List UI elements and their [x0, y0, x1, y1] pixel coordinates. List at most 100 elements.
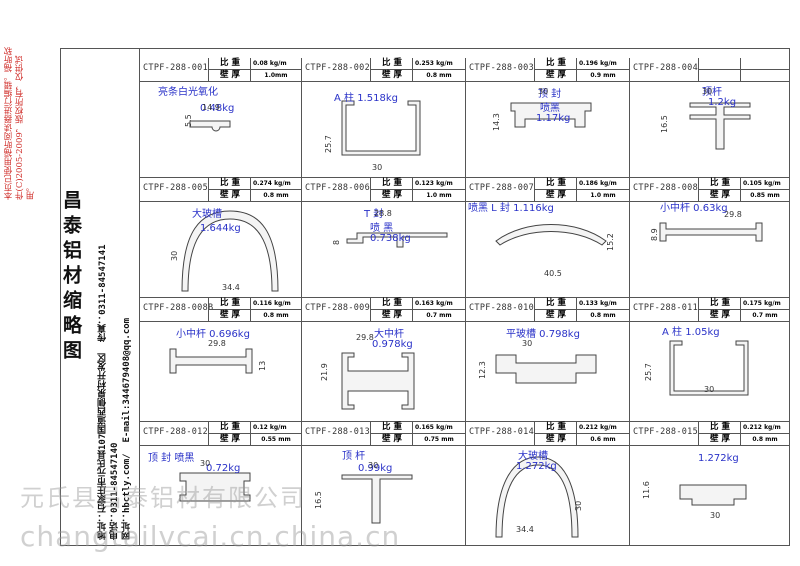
thickness-label: 壁 厚: [370, 433, 413, 445]
profile-shape: [181, 210, 279, 292]
profile-label: 顶杆: [702, 87, 722, 98]
profile-code: CTPF-288-011: [633, 303, 699, 313]
profile-shape: [341, 100, 421, 156]
cell-header: CTPF-288-007 比 重 0.186 kg/m 壁 厚 1.0 mm: [466, 178, 629, 202]
cell-header: CTPF-288-002 比 重 0.253 kg/m 壁 厚 0.8 mm: [302, 58, 465, 82]
cell-header: CTPF-288-012 比 重 0.12 kg/m 壁 厚 0.55 mm: [140, 422, 301, 446]
dimension-label: 30: [702, 87, 713, 96]
cell-header: CTPF-288-009 比 重 0.163 kg/m 壁 厚 0.7 mm: [302, 298, 465, 322]
profile-code: CTPF-288-013: [305, 427, 371, 437]
weight-label: 比 重: [370, 422, 413, 433]
dimension-label: 34.4: [516, 525, 534, 534]
weight-label: 比 重: [534, 298, 577, 309]
profile-shape: [495, 224, 607, 246]
dimension-label: 5.5: [184, 114, 193, 127]
weight-label: 比 重: [534, 178, 577, 189]
dimension-label: 30: [704, 385, 715, 394]
profile-shape: [495, 354, 597, 384]
cell-header: CTPF-288-004: [630, 58, 789, 82]
weight-label: 比 重: [698, 422, 741, 433]
spec-table: 比 重 0.196 kg/m 壁 厚 0.9 mm: [534, 58, 629, 81]
email: E-mail:344679408@qq.com: [122, 317, 132, 443]
weight-label: 比 重: [534, 422, 577, 433]
thickness-value: 1.0 mm: [412, 189, 465, 201]
weight-value: 0.12 kg/m: [250, 422, 301, 433]
dimension-label: 11.6: [642, 481, 651, 499]
profile-cell: CTPF-288-015 比 重 0.212 kg/m 壁 厚 0.8 mm 1…: [630, 422, 790, 546]
spec-table: 比 重 0.212 kg/m 壁 厚 0.8 mm: [698, 422, 789, 445]
spec-table: 比 重 0.116 kg/m 壁 厚 0.8 mm: [208, 298, 301, 321]
profile-label: 亮条白光氧化: [158, 87, 218, 98]
dimension-label: 30: [538, 87, 549, 96]
profile-code: CTPF-288-008: [633, 183, 699, 193]
dimension-label: 16.5: [314, 491, 323, 509]
thickness-value: 0.85 mm: [740, 189, 789, 201]
profile-label: 大玻槽: [518, 451, 548, 462]
dimension-label: 25.7: [324, 135, 333, 153]
profile-shape: [689, 102, 751, 150]
weight-label: 比 重: [208, 58, 251, 69]
spec-table: [698, 58, 789, 81]
profile-code: CTPF-288-004: [633, 63, 699, 73]
profile-label: 喷黑: [540, 103, 560, 114]
weight-value: 0.274 kg/m: [250, 178, 301, 189]
dimension-label: 30: [368, 461, 379, 470]
thickness-label: 壁 厚: [208, 433, 251, 445]
profile-label: 0.99kg: [358, 463, 393, 474]
profile-label: 小中杆 0.696kg: [176, 329, 250, 340]
spec-table: 比 重 0.08 kg/m 壁 厚 1.0mm: [208, 58, 301, 81]
spec-table: 比 重 0.212 kg/m 壁 厚 0.6 mm: [534, 422, 629, 445]
profile-code: CTPF-288-003: [469, 63, 535, 73]
profile-label: 1.272kg: [698, 453, 739, 464]
dimension-label: 13: [258, 360, 267, 371]
profile-code: CTPF-288-006: [305, 183, 371, 193]
profile-cell: CTPF-288-010 比 重 0.133 kg/m 壁 厚 0.8 mm 平…: [466, 298, 630, 422]
thickness-value: 0.6 mm: [576, 433, 629, 445]
fax: 传真：0311-84547141: [98, 244, 108, 342]
dimension-label: 14.9: [202, 103, 220, 112]
watermark-company: 元氏县昌泰铝材有限公司: [20, 484, 306, 512]
weight-value: 0.123 kg/m: [412, 178, 465, 189]
editor-notice: 本页已使用福昕阅读器进行编辑。福昕软件(C)2005-2009，版权所有，仅供试…: [4, 47, 36, 200]
profile-cell: CTPF-288-014 比 重 0.212 kg/m 壁 厚 0.6 mm 大…: [466, 422, 630, 546]
weight-label: [698, 58, 741, 69]
spec-table: 比 重 0.123 kg/m 壁 厚 1.0 mm: [370, 178, 465, 201]
profile-cell: CTPF-288-002 比 重 0.253 kg/m 壁 厚 0.8 mm A…: [302, 58, 466, 178]
dimension-label: 29.8: [208, 339, 226, 348]
thickness-value: 0.55 mm: [250, 433, 301, 445]
thickness-value: 0.8 mm: [576, 309, 629, 321]
spec-table: 比 重 0.105 kg/m 壁 厚 0.85 mm: [698, 178, 789, 201]
cell-header: CTPF-288-014 比 重 0.212 kg/m 壁 厚 0.6 mm: [466, 422, 629, 446]
profile-shape: [346, 232, 448, 248]
weight-label: 比 重: [370, 178, 413, 189]
dimension-label: 28.8: [374, 209, 392, 218]
spec-table: 比 重 0.175 kg/m 壁 厚 0.7 mm: [698, 298, 789, 321]
dimension-label: 8: [332, 239, 341, 245]
profile-cell: CTPF-288-008 比 重 0.105 kg/m 壁 厚 0.85 mm …: [630, 178, 790, 298]
spec-table: 比 重 0.165 kg/m 壁 厚 0.75 mm: [370, 422, 465, 445]
cell-header: CTPF-288-008 比 重 0.105 kg/m 壁 厚 0.85 mm: [630, 178, 789, 202]
cell-header: CTPF-288-001 比 重 0.08 kg/m 壁 厚 1.0mm: [140, 58, 301, 82]
profile-label: 顶 杆: [342, 451, 366, 462]
profile-code: CTPF-288-005: [143, 183, 209, 193]
weight-label: 比 重: [370, 298, 413, 309]
profile-label: 大中杆: [374, 329, 404, 340]
thickness-value: 0.8 mm: [250, 309, 301, 321]
profile-shape: [169, 348, 253, 374]
weight-label: 比 重: [208, 178, 251, 189]
dimension-label: 30: [710, 511, 721, 520]
profile-cell: CTPF-288-009 比 重 0.163 kg/m 壁 厚 0.7 mm 大…: [302, 298, 466, 422]
profile-label: 大玻槽: [192, 209, 222, 220]
weight-value: 0.105 kg/m: [740, 178, 789, 189]
profile-drawing: 1.272kg 11.6 30: [630, 445, 789, 545]
dimension-label: 34.4: [222, 283, 240, 292]
thickness-label: 壁 厚: [208, 69, 251, 81]
weight-value: 0.165 kg/m: [412, 422, 465, 433]
